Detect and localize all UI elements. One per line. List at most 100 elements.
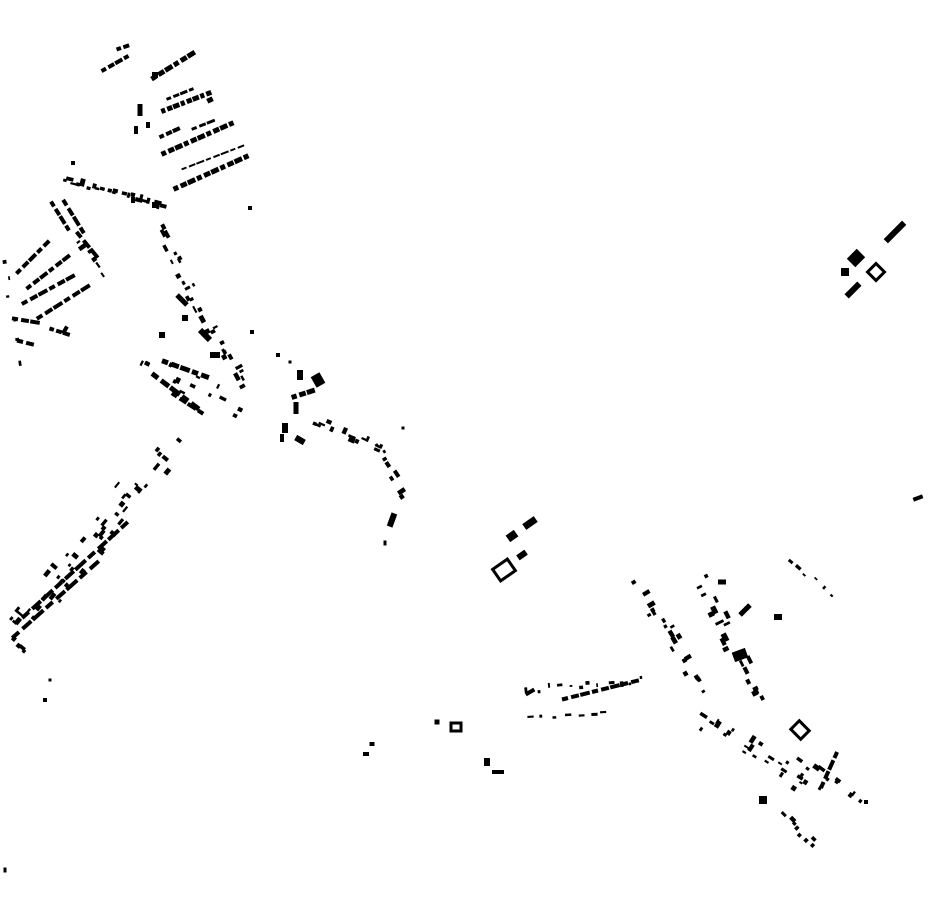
building [61, 198, 69, 207]
building [796, 832, 802, 838]
building [163, 229, 171, 239]
building [434, 719, 440, 725]
building [7, 276, 11, 281]
building [524, 687, 528, 693]
building [232, 412, 238, 419]
building [723, 621, 731, 627]
building [49, 562, 58, 571]
building [537, 690, 541, 694]
building [16, 610, 23, 617]
building [805, 766, 810, 772]
building [94, 186, 100, 191]
building [71, 161, 75, 165]
building [174, 142, 184, 151]
building [131, 197, 135, 203]
building [864, 800, 868, 804]
building [160, 107, 167, 114]
building [123, 54, 130, 61]
building [226, 160, 235, 168]
building [798, 780, 803, 785]
building [219, 339, 225, 346]
building [65, 578, 79, 592]
building [13, 317, 17, 322]
building [220, 353, 228, 361]
building [280, 434, 284, 442]
building [570, 693, 580, 700]
building [191, 369, 199, 377]
building [13, 616, 23, 626]
building [88, 559, 101, 571]
building [3, 867, 7, 873]
building [14, 606, 21, 613]
building [785, 760, 790, 765]
building [314, 422, 322, 428]
building [206, 96, 214, 104]
building [701, 689, 706, 694]
building [29, 319, 41, 325]
building [381, 456, 388, 462]
building [143, 483, 149, 489]
building [91, 256, 98, 263]
building [237, 406, 244, 413]
building [87, 248, 93, 255]
building [802, 573, 807, 577]
building [596, 683, 599, 688]
building [107, 188, 113, 193]
building [378, 443, 384, 449]
building [163, 63, 174, 73]
building [707, 610, 716, 618]
building [79, 178, 86, 187]
building [642, 589, 651, 597]
building [34, 604, 42, 612]
building [579, 685, 584, 690]
building [139, 360, 144, 367]
building [210, 166, 220, 175]
building [233, 372, 241, 382]
building [290, 393, 298, 400]
building [708, 720, 715, 726]
building [325, 418, 333, 425]
building [154, 446, 161, 453]
building [56, 278, 66, 287]
building [790, 784, 798, 792]
building [172, 92, 180, 99]
building [38, 271, 49, 280]
building [714, 619, 725, 626]
building [172, 60, 180, 68]
building [14, 267, 23, 276]
building [78, 226, 86, 235]
building [21, 260, 30, 269]
building [780, 767, 788, 774]
building [64, 224, 71, 232]
building [718, 579, 726, 585]
building [796, 756, 804, 764]
building [43, 698, 47, 702]
building [796, 774, 804, 781]
building [242, 153, 250, 161]
building [293, 402, 299, 414]
building [179, 55, 188, 63]
building [205, 89, 213, 97]
building [298, 390, 307, 398]
building [37, 288, 49, 297]
building [276, 353, 280, 357]
building [547, 682, 551, 688]
building [119, 520, 130, 530]
building [61, 325, 69, 335]
building [74, 230, 83, 239]
building [712, 595, 719, 604]
building [78, 567, 86, 575]
building [30, 599, 43, 611]
building [742, 666, 750, 675]
building [802, 779, 809, 786]
building [27, 608, 32, 613]
building [44, 307, 54, 316]
building [196, 159, 205, 165]
building [195, 174, 203, 182]
building [35, 246, 44, 255]
building [65, 176, 74, 182]
building [175, 293, 189, 307]
building [162, 244, 169, 253]
building [608, 680, 615, 685]
